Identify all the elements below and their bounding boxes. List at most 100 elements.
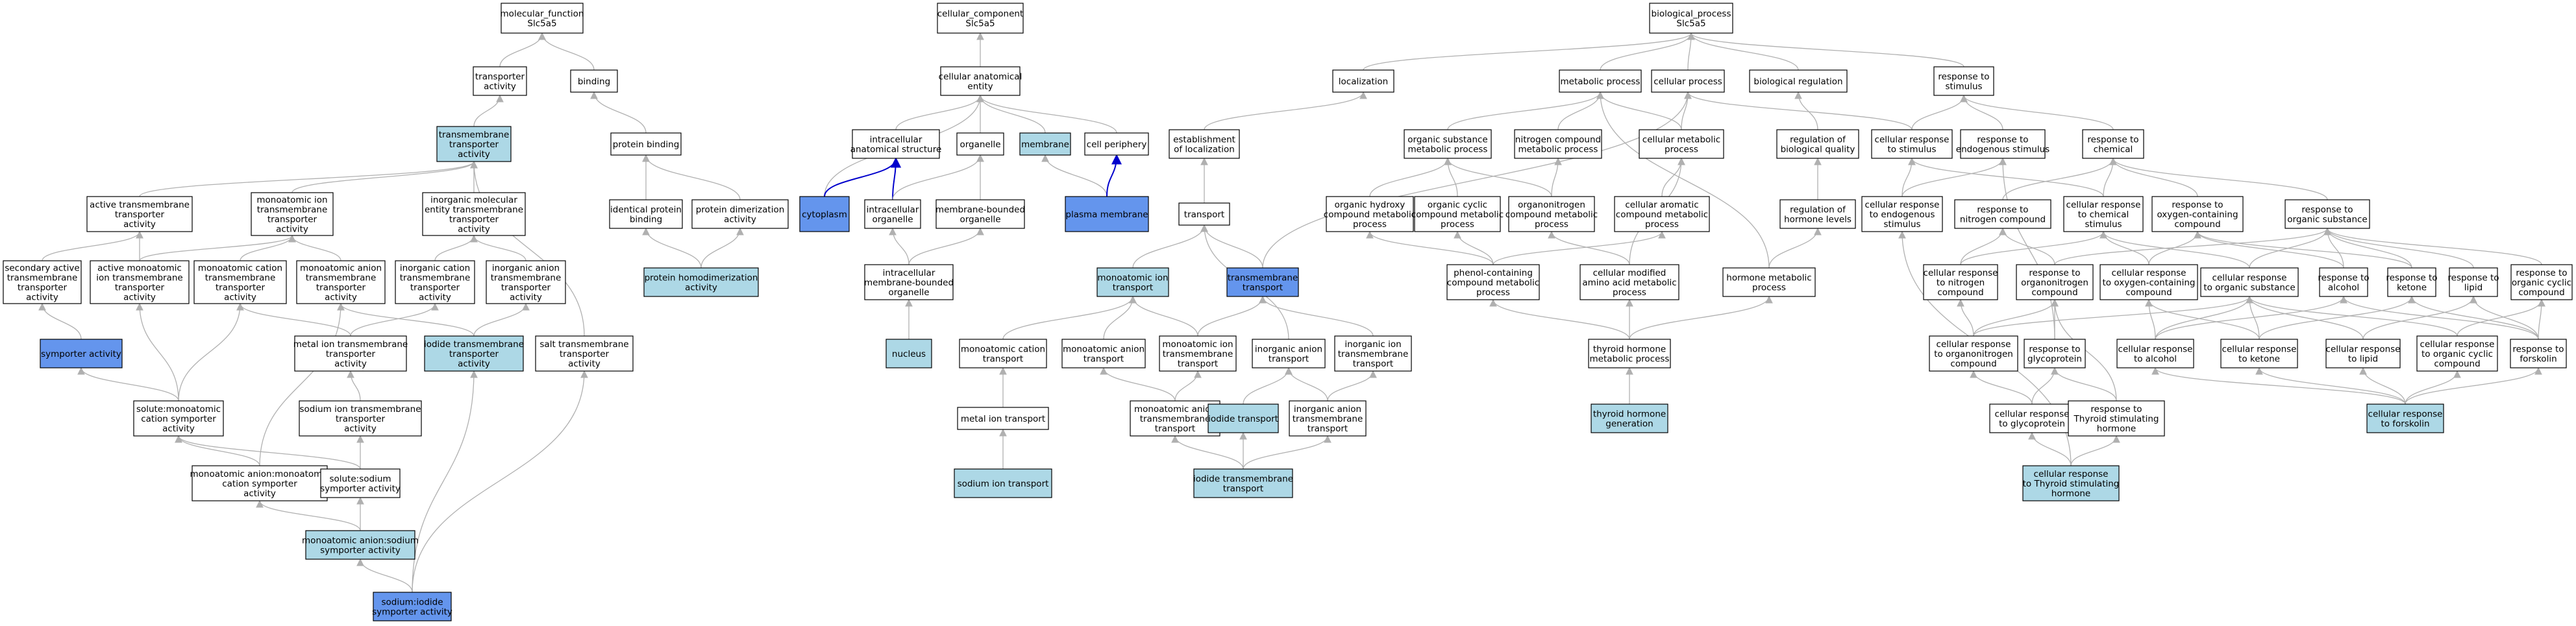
- node-symporter-activity[interactable]: symporter activity: [40, 339, 123, 368]
- node-cellular-process[interactable]: cellular process: [1651, 69, 1725, 93]
- node-monoatomic-ion-tm[interactable]: monoatomic iontransmembranetransporterac…: [251, 192, 334, 236]
- node-localization[interactable]: localization: [1332, 69, 1394, 93]
- node-nucleus[interactable]: nucleus: [886, 339, 932, 368]
- node-sodium-ion-transport[interactable]: sodium ion transport: [954, 468, 1052, 498]
- node-organelle[interactable]: organelle: [956, 132, 1004, 156]
- node-metabolic-process[interactable]: metabolic process: [1559, 69, 1642, 93]
- node-iodide-transport[interactable]: iodide transport: [1208, 403, 1279, 433]
- node-metal-ion-tm[interactable]: metal ion transmembranetransporteractivi…: [293, 335, 408, 372]
- node-transport[interactable]: transport: [1178, 202, 1230, 226]
- node-binding[interactable]: binding: [570, 69, 618, 93]
- node-inorganic-anion-tm[interactable]: inorganic aniontransmembranetransportera…: [486, 260, 566, 304]
- node-inorganic-cation-tm[interactable]: inorganic cationtransmembranetransporter…: [395, 260, 475, 304]
- node-membrane[interactable]: membrane: [1019, 132, 1071, 156]
- node-monoatomic-anion-tm[interactable]: monoatomic aniontransmembranetransporter…: [296, 260, 386, 304]
- node-sodium-ion-tm-activity[interactable]: sodium ion transmembranetransporteractiv…: [299, 400, 422, 437]
- node-biological-regulation[interactable]: biological regulation: [1749, 69, 1848, 93]
- node-protein-binding[interactable]: protein binding: [610, 132, 682, 156]
- node-monoatomic-cation-tm[interactable]: monoatomic cationtransmembranetransporte…: [193, 260, 287, 304]
- node-cytoplasm[interactable]: cytoplasm: [799, 196, 850, 232]
- node-cell-periphery[interactable]: cell periphery: [1084, 132, 1149, 156]
- node-metal-ion-transport[interactable]: metal ion transport: [957, 407, 1049, 430]
- node-secondary-active-tm[interactable]: secondary activetransmembranetransporter…: [3, 260, 82, 304]
